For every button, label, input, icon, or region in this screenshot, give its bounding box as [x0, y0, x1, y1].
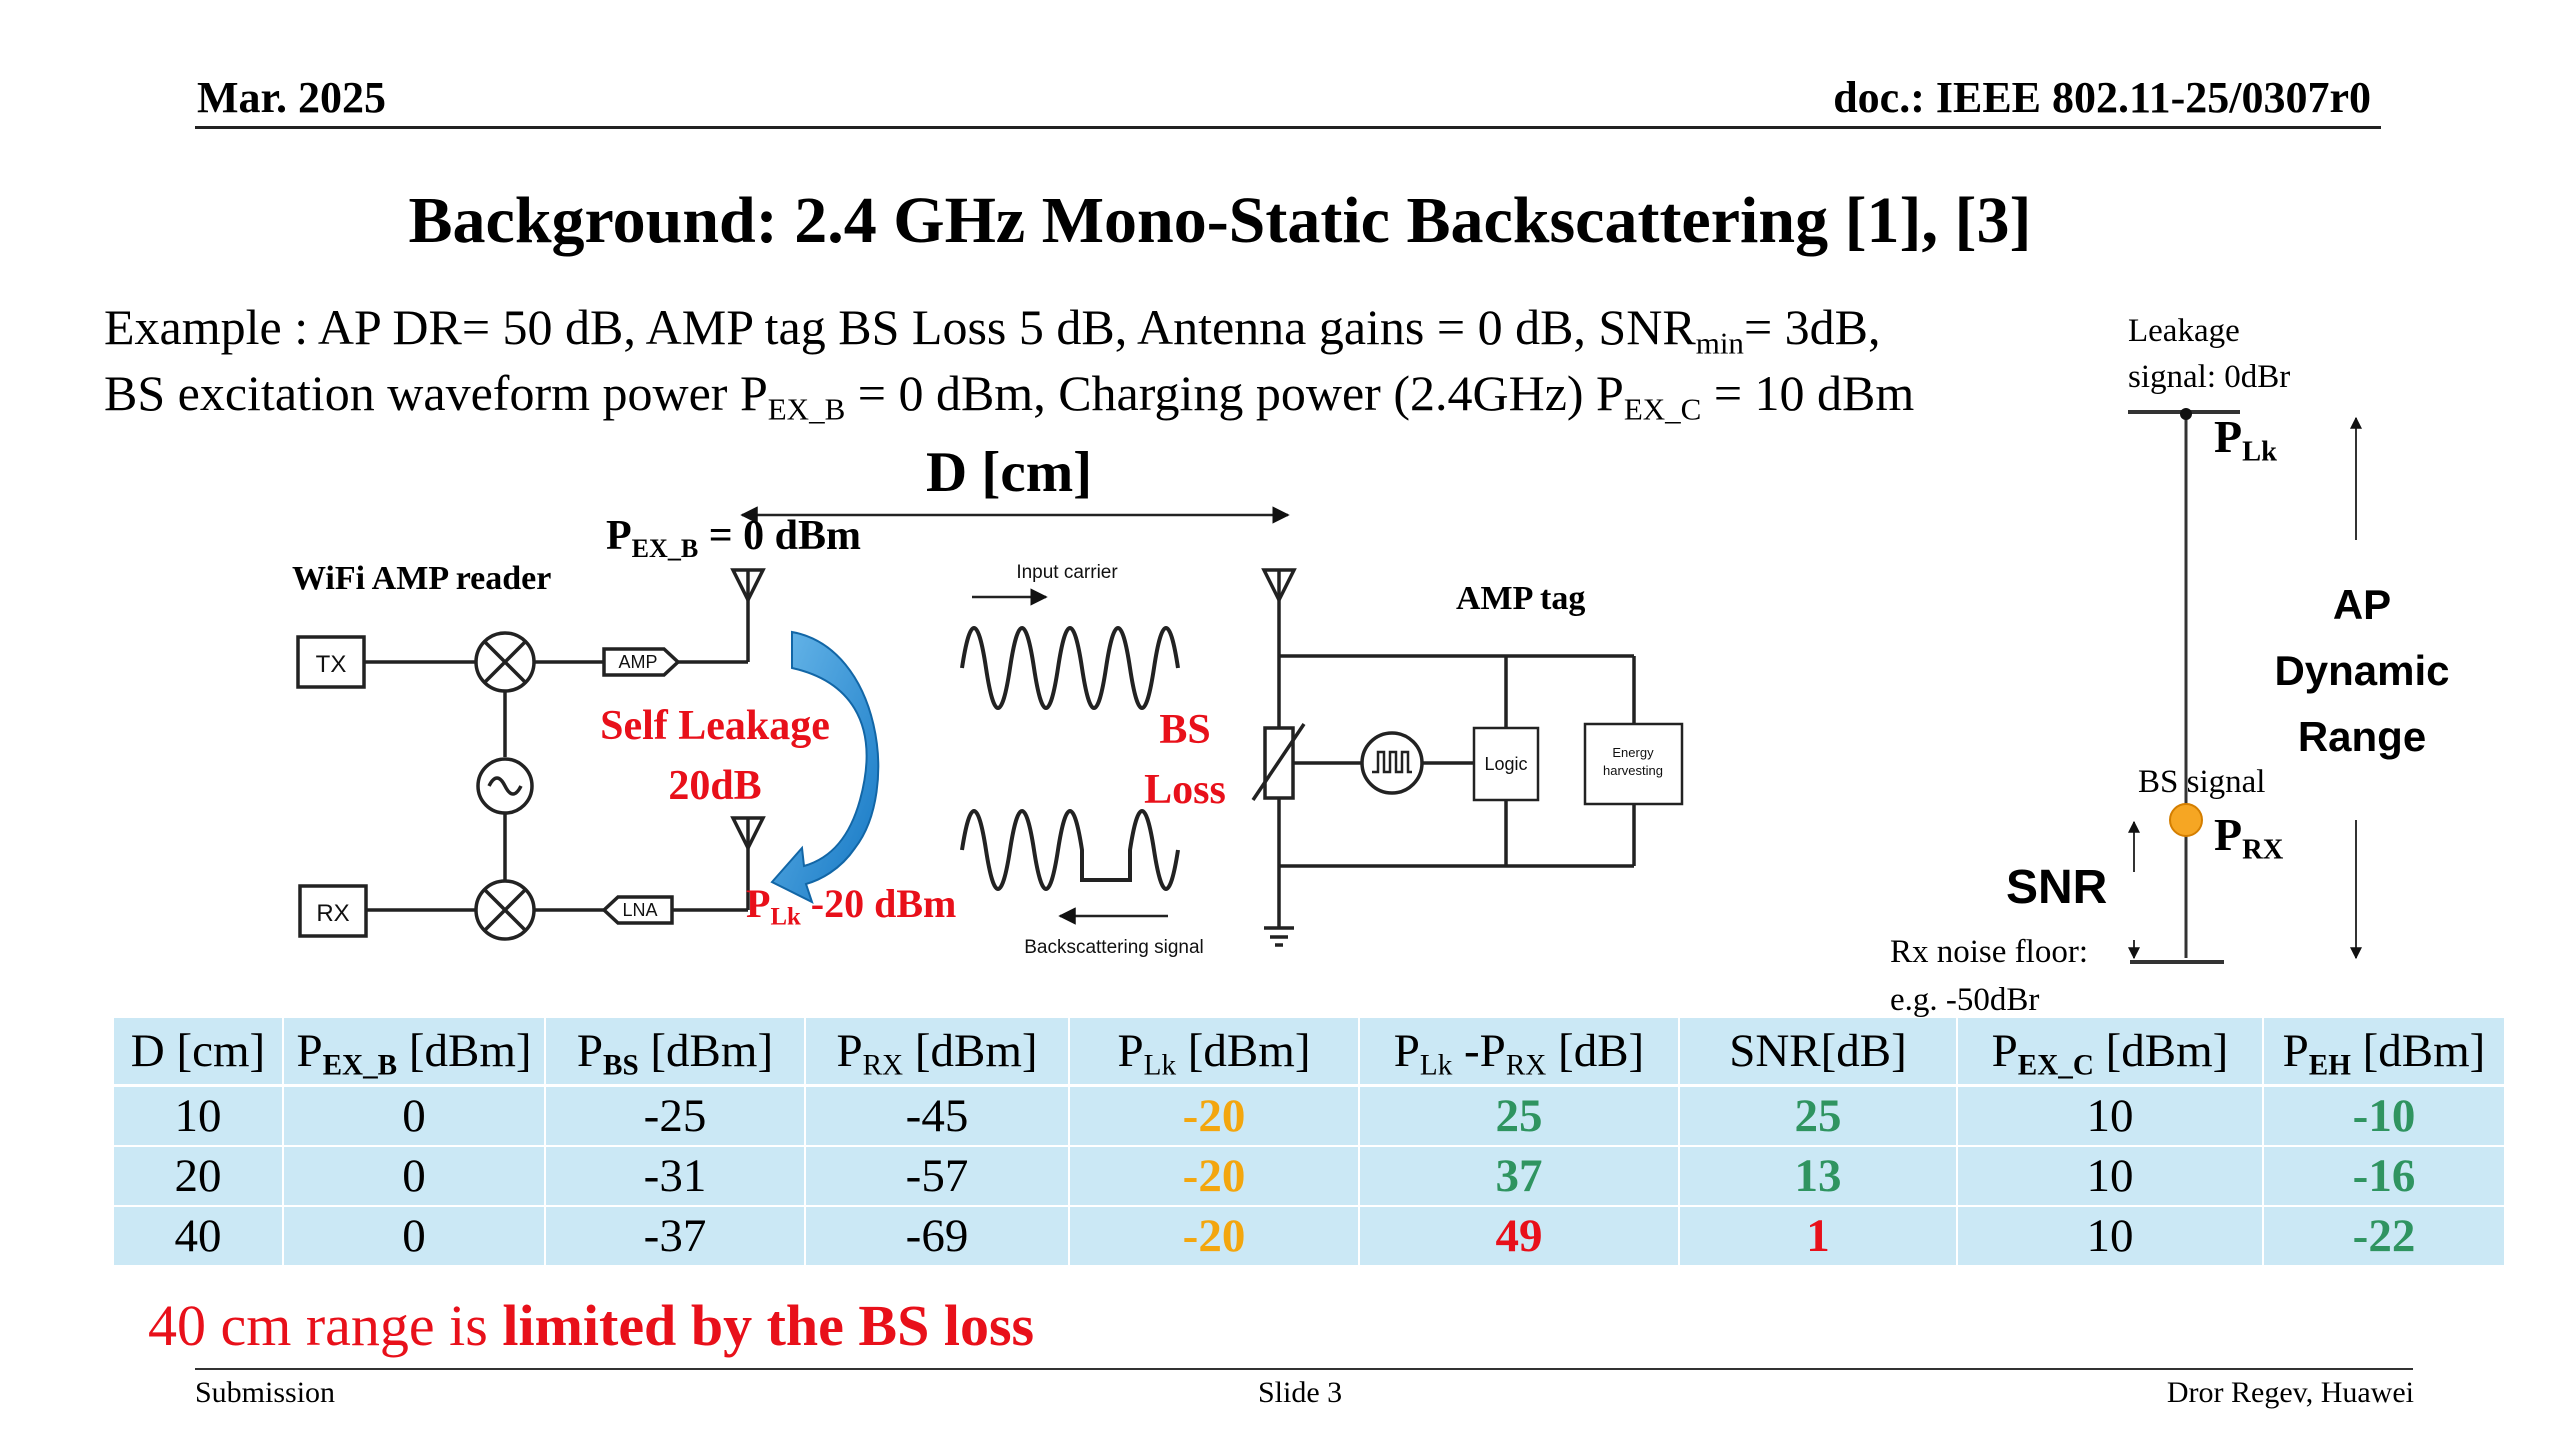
table-row: 20 0 -31 -57 -20 37 13 10 -16 — [114, 1146, 2506, 1207]
amp-label: AMP — [618, 652, 657, 672]
footer-submission: Submission — [195, 1376, 336, 1409]
cell-plk: -20 — [1069, 1085, 1360, 1147]
tag-label: AMP tag — [1456, 580, 1586, 617]
backscatter-label: Backscattering signal — [1024, 937, 1204, 958]
cell-d: 40 — [114, 1206, 284, 1267]
col-header-plk: PLk [dBm] — [1069, 1018, 1360, 1087]
cell-prx: -69 — [805, 1206, 1070, 1267]
energy-harvesting-box — [1583, 722, 1684, 806]
example-line-1: Example : AP DR= 50 dB, AMP tag BS Loss … — [104, 299, 1881, 361]
cell-snr: 13 — [1679, 1146, 1958, 1207]
cell-pexb: 0 — [283, 1146, 546, 1207]
noise-floor-label: Rx noise floor:e.g. -50dBr — [1890, 934, 2088, 1018]
pexb-label: PEX_B = 0 dBm — [606, 513, 861, 563]
bs-signal-dot — [2169, 803, 2203, 837]
rx-label: RX — [316, 900, 349, 927]
col-header-prx: PRX [dBm] — [805, 1018, 1070, 1087]
logic-label: Logic — [1484, 754, 1527, 774]
cell-plk-prx: 49 — [1359, 1206, 1680, 1267]
col-header-pexb: PEX_B [dBm] — [283, 1018, 546, 1087]
footer-author: Dror Regev, Huawei — [2166, 1376, 2414, 1409]
cell-d: 20 — [114, 1146, 284, 1207]
input-carrier-wave — [960, 626, 1180, 710]
col-header-snr: SNR[dB] — [1679, 1018, 1958, 1087]
cell-pbs: -31 — [545, 1146, 806, 1207]
leakage-dot — [2180, 408, 2192, 420]
backscatter-wave — [960, 809, 1180, 891]
cell-pexb: 0 — [283, 1206, 546, 1267]
cell-pexb: 0 — [283, 1085, 546, 1147]
col-header-peh: PEH [dBm] — [2263, 1018, 2506, 1087]
table-row: 40 0 -37 -69 -20 49 1 10 -22 — [114, 1206, 2506, 1267]
cell-pexc: 10 — [1957, 1146, 2264, 1207]
cell-plk: -20 — [1069, 1206, 1360, 1267]
cell-peh: -16 — [2263, 1146, 2506, 1207]
cell-snr: 1 — [1679, 1206, 1958, 1267]
amp-block — [602, 647, 681, 677]
cell-pexc: 10 — [1957, 1085, 2264, 1147]
prx-level-label: PRX — [2214, 809, 2284, 866]
conclusion-text: 40 cm range is limited by the BS loss — [148, 1293, 1035, 1358]
cell-peh: -22 — [2263, 1206, 2506, 1267]
cell-plk: -20 — [1069, 1146, 1360, 1207]
example-line-2: BS excitation waveform power PEX_B = 0 d… — [104, 365, 1915, 427]
input-carrier-label: Input carrier — [1016, 562, 1118, 583]
cell-snr: 25 — [1679, 1085, 1958, 1147]
snr-label: SNR — [2006, 861, 2108, 914]
cell-pexc: 10 — [1957, 1206, 2264, 1267]
header-rule — [195, 126, 2381, 129]
header-date: Mar. 2025 — [197, 73, 387, 122]
self-leakage-arrow — [770, 630, 880, 904]
cell-pbs: -25 — [545, 1085, 806, 1147]
distance-label: D [cm] — [926, 441, 1093, 504]
footer-rule — [195, 1368, 2413, 1370]
plk-level-label: PLk — [2214, 411, 2277, 468]
energy-label-1: Energy — [1612, 745, 1654, 760]
cell-d: 10 — [114, 1085, 284, 1147]
plk-diagram-label: PLk -20 dBm — [746, 881, 957, 931]
cell-prx: -57 — [805, 1146, 1070, 1207]
lna-label: LNA — [622, 900, 657, 920]
energy-label-2: harvesting — [1603, 763, 1663, 778]
col-header-pexc: PEX_C [dBm] — [1957, 1018, 2264, 1087]
slide-title: Background: 2.4 GHz Mono-Static Backscat… — [408, 184, 2032, 257]
cell-peh: -10 — [2263, 1085, 2506, 1147]
cell-prx: -45 — [805, 1085, 1070, 1147]
tx-label: TX — [316, 651, 347, 678]
results-table: D [cm] PEX_B [dBm] PBS [dBm] PRX [dBm] P… — [114, 1018, 2506, 1267]
table-row: 10 0 -25 -45 -20 25 25 10 -10 — [114, 1085, 2506, 1147]
cell-plk-prx: 37 — [1359, 1146, 1680, 1207]
footer-slide-number: Slide 3 — [1258, 1376, 1343, 1409]
col-header-plk-prx: PLk -PRX [dB] — [1359, 1018, 1680, 1087]
col-header-pbs: PBS [dBm] — [545, 1018, 806, 1087]
logic-box — [1472, 726, 1540, 802]
rx-box — [298, 884, 368, 938]
reader-label: WiFi AMP reader — [292, 560, 552, 597]
cell-pbs: -37 — [545, 1206, 806, 1267]
col-header-d: D [cm] — [114, 1018, 284, 1087]
bs-signal-label: BS signal — [2138, 764, 2266, 800]
cell-plk-prx: 25 — [1359, 1085, 1680, 1147]
table-header-row: D [cm] PEX_B [dBm] PBS [dBm] PRX [dBm] P… — [114, 1018, 2506, 1087]
header-doc: doc.: IEEE 802.11-25/0307r0 — [1833, 73, 2371, 122]
